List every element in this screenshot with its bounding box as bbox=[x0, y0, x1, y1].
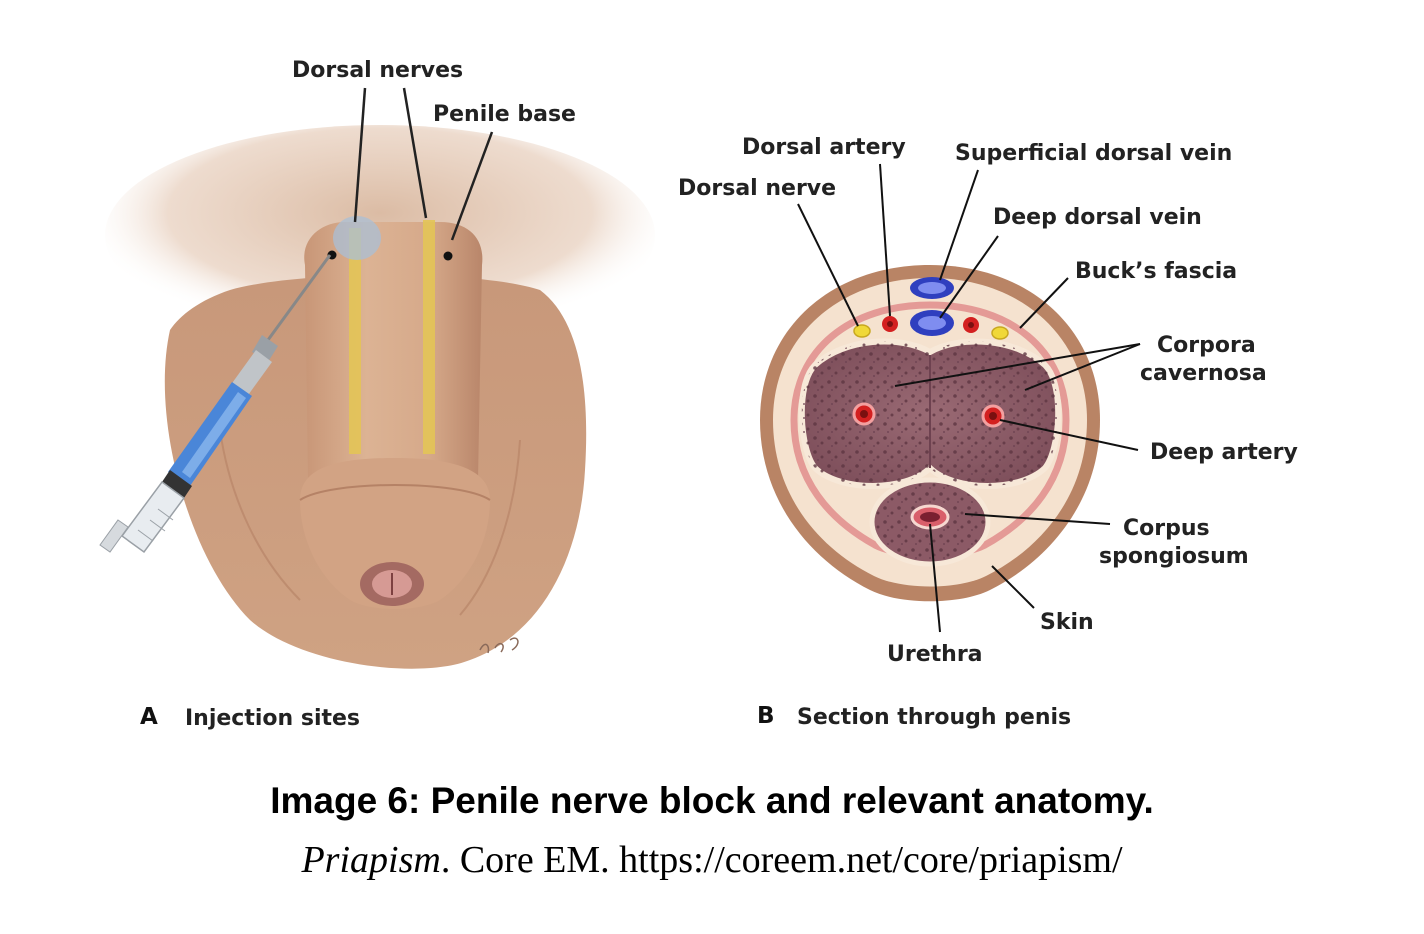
leader-dorsal-nerves-left bbox=[353, 87, 367, 223]
label-corpus-spongiosum-line1: Corpus bbox=[1123, 516, 1210, 541]
leader-penile-base bbox=[450, 131, 494, 241]
figure-svg: Dorsal nerves Penile base A Injection si… bbox=[99, 58, 1298, 731]
leader-dorsal-nerves-right bbox=[402, 87, 428, 219]
source-title: Priapism bbox=[301, 839, 441, 881]
leader-corpora-cavernosa-right bbox=[1024, 343, 1141, 391]
label-deep-dorsal-vein: Deep dorsal vein bbox=[993, 205, 1202, 230]
dorsal-nerve-left-section bbox=[853, 324, 871, 338]
leader-bucks-fascia bbox=[1019, 277, 1069, 329]
leader-corpora-cavernosa-left bbox=[894, 343, 1141, 387]
leader-urethra bbox=[929, 523, 941, 633]
panel-a-illustration bbox=[99, 87, 655, 669]
figure-source-citation: Priapism. Core EM. https://coreem.net/co… bbox=[0, 838, 1424, 882]
label-dorsal-artery: Dorsal artery bbox=[742, 135, 906, 160]
label-corpora-cavernosa-line2: cavernosa bbox=[1140, 361, 1267, 386]
panel-a-title: Injection sites bbox=[185, 706, 360, 731]
anesthetic-bleb bbox=[333, 216, 381, 260]
panel-b-title: Section through penis bbox=[797, 705, 1071, 730]
label-skin: Skin bbox=[1040, 610, 1094, 635]
leader-dorsal-nerve bbox=[797, 203, 859, 327]
panel-b-letter: B bbox=[757, 703, 775, 729]
panel-b-cross-section bbox=[760, 163, 1141, 633]
label-dorsal-nerves: Dorsal nerves bbox=[292, 58, 463, 83]
label-corpus-spongiosum-line2: spongiosum bbox=[1099, 544, 1249, 569]
dorsal-nerve-left bbox=[349, 228, 361, 454]
leader-superficial-dorsal-vein bbox=[939, 169, 979, 281]
label-superficial-dorsal-vein: Superficial dorsal vein bbox=[955, 141, 1232, 166]
leader-corpus-spongiosum bbox=[964, 513, 1111, 525]
figure-caption-title: Image 6: Penile nerve block and relevant… bbox=[270, 780, 1154, 821]
leader-dorsal-artery bbox=[879, 163, 891, 317]
dorsal-nerve-right-section bbox=[991, 326, 1009, 340]
source-rest: . Core EM. https://coreem.net/core/priap… bbox=[440, 839, 1123, 881]
artist-signature bbox=[479, 637, 519, 654]
penile-shaft bbox=[304, 222, 483, 480]
label-deep-artery: Deep artery bbox=[1150, 440, 1298, 465]
syringe bbox=[99, 254, 332, 554]
leader-deep-dorsal-vein bbox=[939, 235, 999, 319]
glans bbox=[300, 458, 490, 609]
injection-site-right bbox=[443, 251, 453, 261]
panel-a-letter: A bbox=[140, 704, 158, 730]
label-bucks-fascia: Buck’s fascia bbox=[1075, 259, 1237, 284]
dorsal-nerve-right bbox=[423, 220, 435, 454]
label-penile-base: Penile base bbox=[433, 102, 576, 127]
label-corpora-cavernosa-line1: Corpora bbox=[1157, 333, 1256, 358]
leader-skin bbox=[991, 565, 1035, 609]
label-dorsal-nerve: Dorsal nerve bbox=[678, 176, 836, 201]
leader-deep-artery bbox=[999, 419, 1139, 451]
label-urethra: Urethra bbox=[887, 642, 983, 667]
